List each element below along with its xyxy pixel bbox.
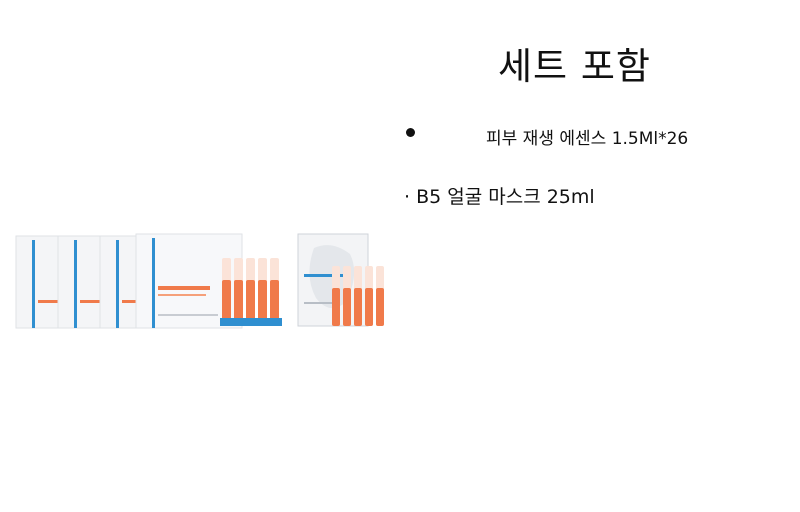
included-item-essence: 피부 재생 에센스 1.5Ml*26 bbox=[486, 129, 689, 149]
bullet-dot bbox=[406, 128, 415, 137]
ampoule-row-front bbox=[332, 266, 384, 326]
page-title: 세트 포함 bbox=[498, 45, 651, 88]
product-set-image bbox=[15, 233, 384, 329]
included-item-mask: · B5 얼굴 마스크 25ml bbox=[404, 186, 595, 208]
ampoule-tray bbox=[220, 258, 282, 326]
